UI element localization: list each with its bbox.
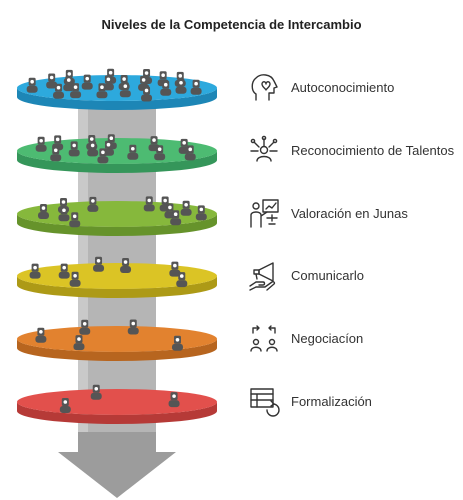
level-label-4: Comunicarlo xyxy=(291,268,364,283)
person-icon xyxy=(160,80,172,96)
person-icon xyxy=(171,335,183,351)
person-icon xyxy=(120,258,132,274)
person-icon xyxy=(143,196,155,212)
disc-side xyxy=(17,276,217,298)
person-icon xyxy=(102,75,114,91)
person-icon xyxy=(170,210,182,226)
person-icon xyxy=(69,212,81,228)
person-icon xyxy=(46,73,58,89)
person-icon xyxy=(127,319,139,335)
person-icon xyxy=(73,335,85,351)
disc-side xyxy=(17,214,217,236)
person-icon xyxy=(96,83,108,99)
person-icon xyxy=(169,261,181,277)
head-heart-icon xyxy=(247,70,281,104)
disc-top xyxy=(17,138,217,164)
person-icon xyxy=(141,86,153,102)
contract-cycle-icon xyxy=(247,384,281,418)
level-label-5: Negociacíon xyxy=(291,331,364,346)
level-label-2: Reconocimiento de Talentos xyxy=(291,143,455,158)
level-disc-3 xyxy=(17,196,217,236)
person-icon xyxy=(50,146,62,162)
person-icon xyxy=(63,76,75,92)
level-label-3: Valoración en Junas xyxy=(291,206,408,221)
person-icon xyxy=(68,141,80,157)
person-icon xyxy=(97,148,109,164)
disc-side xyxy=(17,151,217,173)
person-icon xyxy=(93,256,105,272)
person-icon xyxy=(35,327,47,343)
person-icon xyxy=(59,397,71,413)
person-icon xyxy=(168,392,180,408)
level-label-6: Formalización xyxy=(291,394,372,409)
person-icon xyxy=(58,263,70,279)
disc-top xyxy=(17,326,217,352)
person-icon xyxy=(87,141,99,157)
person-network-icon xyxy=(247,133,281,167)
person-icon xyxy=(180,200,192,216)
level-label-1: Autoconocimiento xyxy=(291,80,395,95)
person-icon xyxy=(53,83,65,99)
level-disc-1 xyxy=(17,68,217,110)
diagram-title: Niveles de la Competencia de Intercambio xyxy=(101,17,362,32)
person-icon xyxy=(195,205,207,221)
level-disc-2 xyxy=(17,134,217,173)
person-icon xyxy=(87,196,99,212)
person-icon xyxy=(175,78,187,94)
person-icon xyxy=(81,74,93,90)
person-icon xyxy=(37,204,49,220)
person-icon xyxy=(190,79,202,95)
person-icon xyxy=(176,272,188,288)
down-arrow xyxy=(58,432,176,498)
disc-side xyxy=(17,88,217,110)
disc-side xyxy=(17,339,217,361)
presenter-chart-icon xyxy=(247,196,281,230)
person-icon xyxy=(154,145,166,161)
level-disc-4 xyxy=(17,256,217,298)
level-disc-6 xyxy=(17,384,217,424)
exchange-people-icon xyxy=(247,321,281,355)
person-icon xyxy=(69,271,81,287)
disc-side xyxy=(17,402,217,424)
person-icon xyxy=(79,319,91,335)
person-icon xyxy=(58,206,70,222)
person-icon xyxy=(26,77,38,93)
person-icon xyxy=(35,136,47,152)
person-icon xyxy=(70,83,82,99)
megaphone-hand-icon xyxy=(247,258,281,292)
person-icon xyxy=(127,144,139,160)
disc-top xyxy=(17,75,217,101)
person-icon xyxy=(90,384,102,400)
disc-top xyxy=(17,389,217,415)
person-icon xyxy=(119,82,131,98)
level-disc-5 xyxy=(17,319,217,361)
person-icon xyxy=(29,263,41,279)
person-icon xyxy=(184,145,196,161)
